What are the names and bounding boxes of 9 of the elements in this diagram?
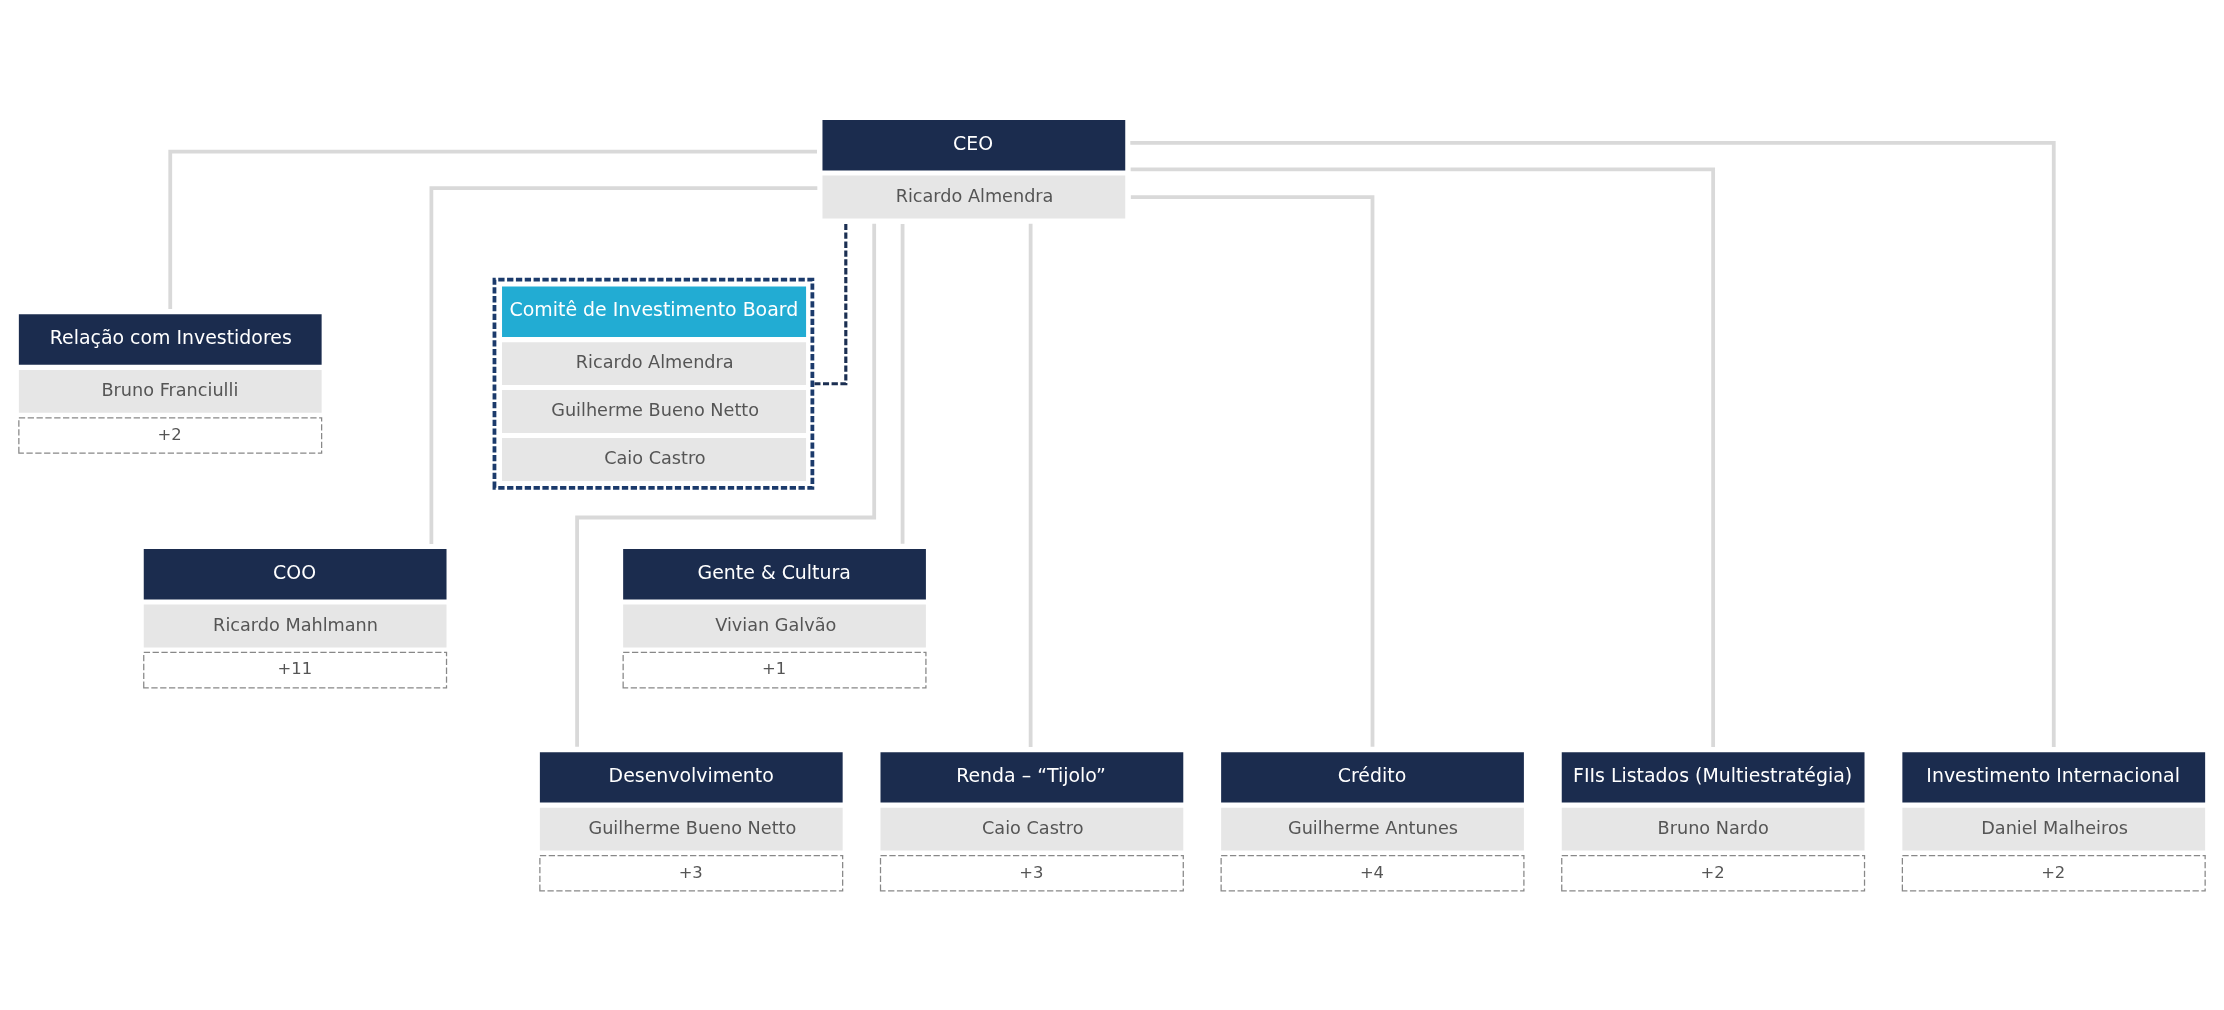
connector — [900, 223, 905, 544]
node-box: Comitê de Investimento Board Ricardo Almendra Guilherme Bueno Netto Caio Castro — [492, 277, 815, 490]
connector — [429, 185, 818, 544]
connector — [168, 149, 817, 309]
connector — [1130, 194, 1375, 747]
connector — [1028, 223, 1033, 747]
connector — [1130, 140, 2056, 747]
connector — [575, 223, 877, 747]
connector — [1130, 166, 1716, 747]
